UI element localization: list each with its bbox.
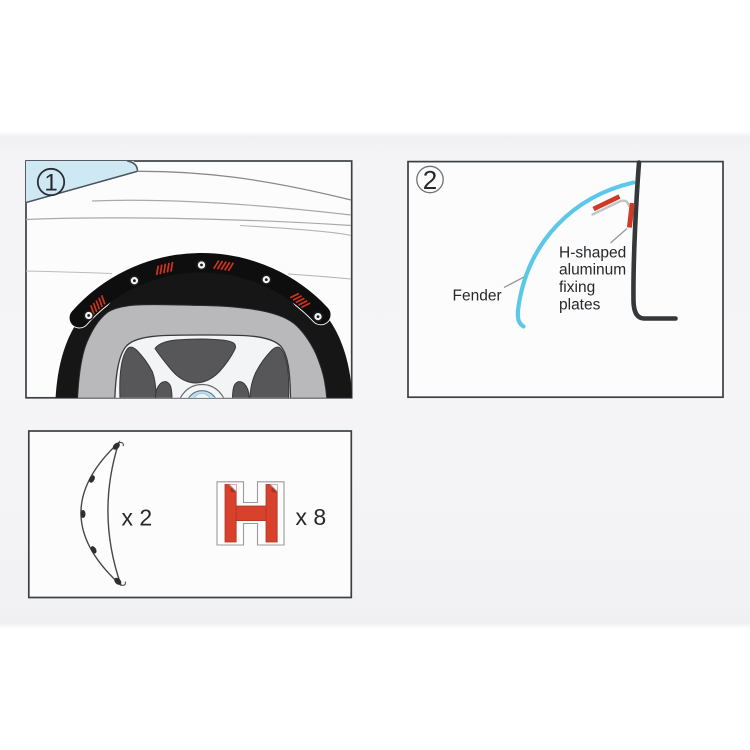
svg-text:H-shaped: H-shaped (559, 244, 626, 261)
svg-text:1: 1 (44, 170, 57, 197)
svg-text:aluminum: aluminum (559, 262, 626, 279)
svg-text:x 2: x 2 (122, 504, 153, 530)
svg-text:Fender: Fender (453, 288, 502, 305)
svg-text:plates: plates (559, 297, 601, 314)
svg-text:fixing: fixing (559, 279, 595, 296)
svg-text:x 8: x 8 (296, 504, 327, 530)
svg-text:2: 2 (423, 165, 437, 195)
